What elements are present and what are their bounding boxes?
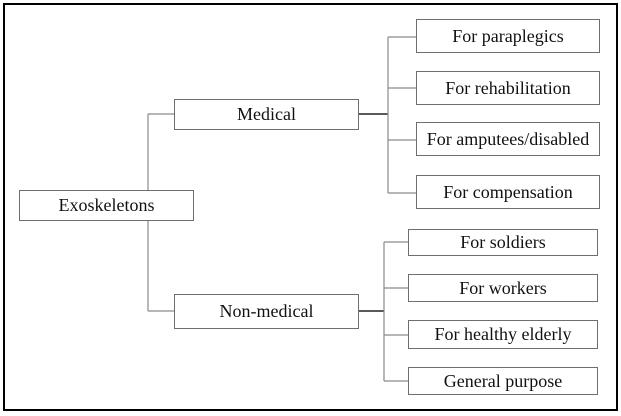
leaf-node-soldiers: For soldiers [408, 229, 598, 256]
leaf-node-amputees: For amputees/disabled [416, 122, 600, 156]
leaf-node-healthy-elderly: For healthy elderly [408, 320, 598, 349]
branch-node-medical: Medical [174, 99, 359, 130]
root-node: Exoskeletons [19, 190, 194, 221]
leaf-node-paraplegics: For paraplegics [416, 19, 600, 53]
branch-node-nonmedical: Non-medical [174, 294, 359, 329]
diagram-frame [3, 3, 618, 411]
leaf-node-rehabilitation: For rehabilitation [416, 71, 600, 105]
leaf-node-workers: For workers [408, 274, 598, 302]
leaf-node-compensation: For compensation [416, 175, 600, 209]
leaf-node-general-purpose: General purpose [408, 367, 598, 395]
